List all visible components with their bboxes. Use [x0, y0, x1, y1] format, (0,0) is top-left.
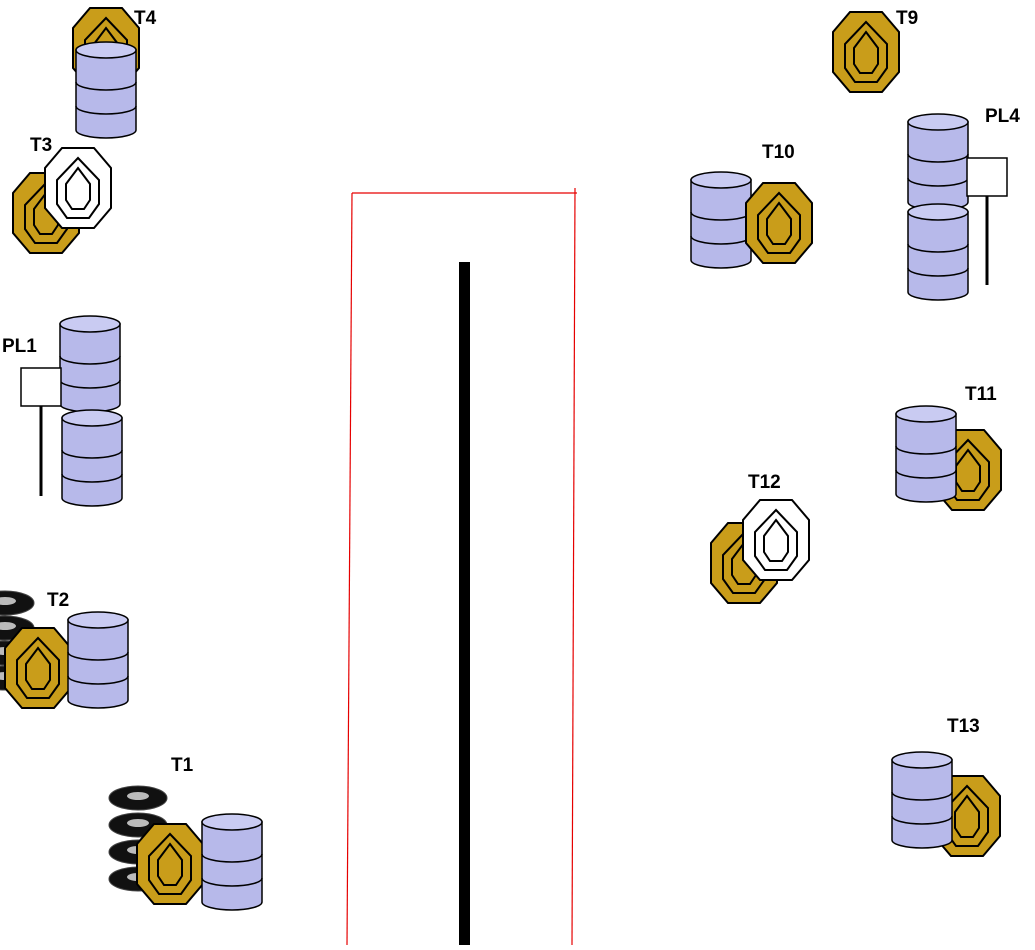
target-group-t10 [690, 171, 813, 269]
target-group-t13 [891, 751, 1001, 857]
target-group-t12 [710, 499, 810, 604]
lane-boundary [346, 187, 577, 946]
label-t9: T9 [896, 8, 918, 29]
label-pl4: PL4 [985, 106, 1020, 127]
target-group-t1 [108, 785, 263, 911]
label-t3: T3 [30, 135, 52, 156]
label-t10: T10 [762, 142, 795, 163]
post-group-pl4 [907, 113, 1008, 301]
label-t13: T13 [947, 716, 980, 737]
target-group-t11 [895, 405, 1002, 511]
label-t12: T12 [748, 472, 781, 493]
label-pl1: PL1 [2, 336, 37, 357]
label-t11: T11 [965, 384, 997, 405]
label-t4: T4 [134, 8, 157, 29]
label-t1: T1 [171, 755, 194, 776]
target-group-t3 [12, 147, 112, 254]
center-line [459, 262, 470, 945]
label-t2: T2 [47, 590, 69, 611]
target-group-t9 [832, 11, 900, 93]
target-group-t4 [72, 7, 140, 139]
post-group-pl1 [20, 315, 123, 507]
